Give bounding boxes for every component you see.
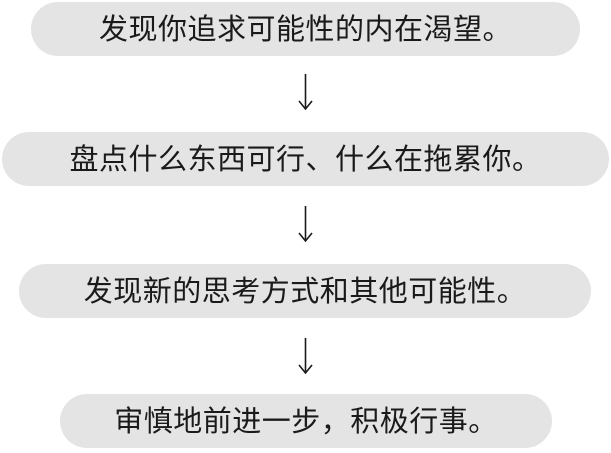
step-3-label: 发现新的思考方式和其他可能性。 (83, 274, 527, 308)
step-4-label: 审慎地前进一步，积极行事。 (114, 404, 498, 438)
down-arrow-icon (298, 338, 313, 375)
step-1-box: 发现你追求可能性的内在渴望。 (31, 2, 580, 56)
step-2-box: 盘点什么东西可行、什么在拖累你。 (2, 132, 609, 186)
step-1-label: 发现你追求可能性的内在渴望。 (98, 12, 512, 46)
down-arrow-icon (298, 74, 313, 111)
down-arrow-icon (298, 206, 313, 243)
step-4-box: 审慎地前进一步，积极行事。 (60, 394, 552, 448)
step-2-label: 盘点什么东西可行、什么在拖累你。 (69, 142, 542, 176)
step-3-box: 发现新的思考方式和其他可能性。 (19, 264, 591, 318)
